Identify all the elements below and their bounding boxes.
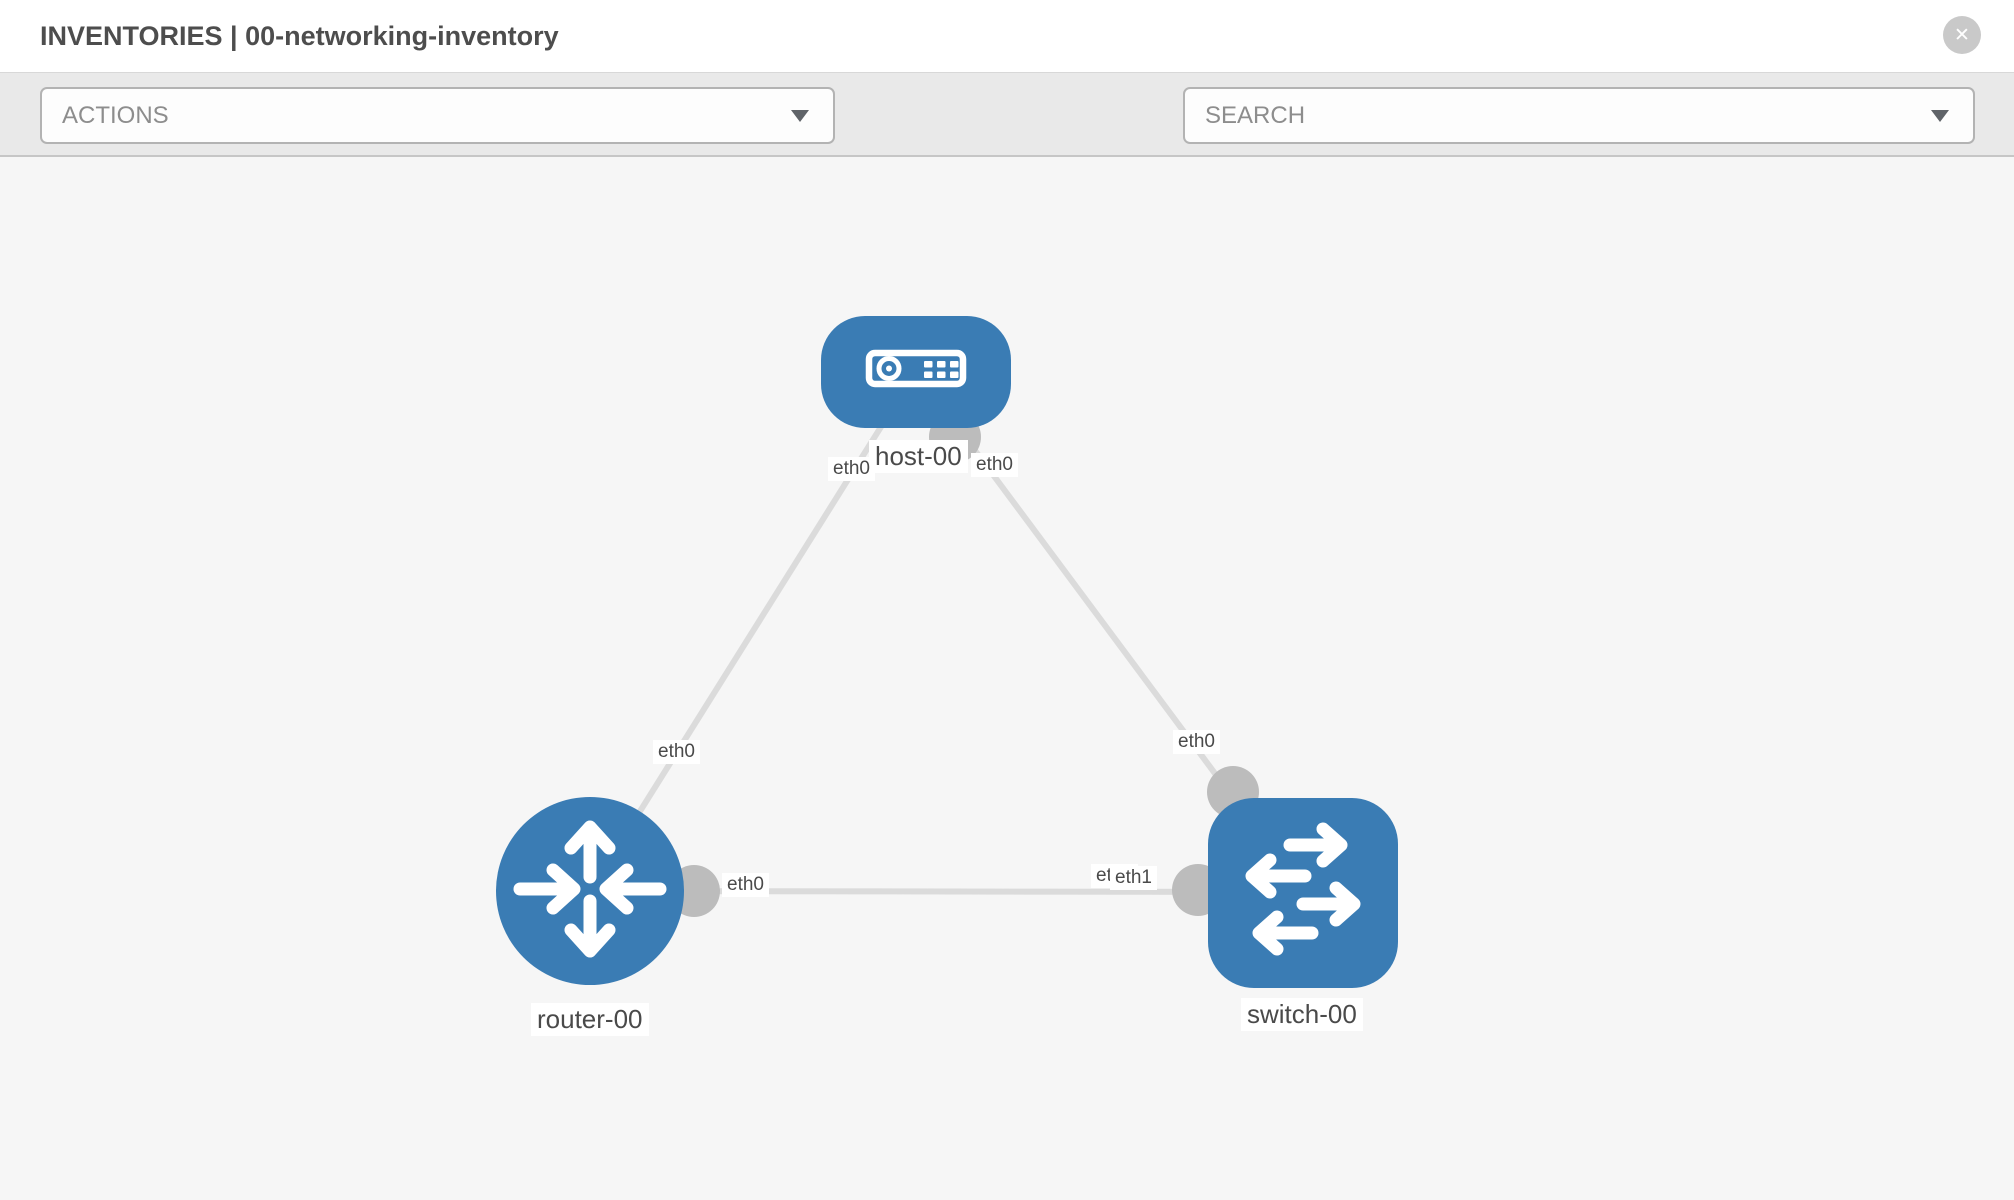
chevron-down-icon: [1931, 109, 1949, 122]
switch-icon: [1208, 796, 1398, 991]
node-router-00[interactable]: [496, 797, 684, 985]
actions-dropdown[interactable]: ACTIONS: [40, 87, 835, 144]
close-button[interactable]: ✕: [1943, 16, 1981, 54]
node-label-router: router-00: [531, 1003, 649, 1036]
node-label-switch: switch-00: [1241, 998, 1363, 1031]
interface-label-host-router-router: eth0: [653, 740, 700, 764]
page-title: INVENTORIES | 00-networking-inventory: [40, 21, 559, 51]
toolbar: ACTIONS SEARC: [0, 72, 2014, 211]
header: INVENTORIES | 00-networking-inventory ✕: [0, 0, 2014, 72]
interface-label-router-switch-switch: eth1: [1110, 866, 1157, 890]
host-icon: [821, 314, 1011, 431]
search-dropdown-label: SEARCH: [1205, 101, 1306, 129]
interface-label-host-switch-host: eth0: [971, 453, 1018, 477]
topology-canvas[interactable]: host-00 router-00 switch-00 eth0 eth0 et…: [0, 157, 2014, 1200]
node-switch-00[interactable]: [1208, 798, 1398, 988]
interface-label-host-router-host: eth0: [828, 457, 875, 481]
chevron-down-icon: [791, 109, 809, 122]
actions-dropdown-label: ACTIONS: [62, 101, 169, 129]
interface-label-host-switch-switch: eth0: [1173, 730, 1220, 754]
node-host-00[interactable]: [821, 316, 1011, 428]
router-icon: [496, 795, 684, 988]
close-icon: ✕: [1954, 24, 1970, 46]
interface-label-router-switch-router: eth0: [722, 873, 769, 897]
search-dropdown[interactable]: SEARCH: [1183, 87, 1975, 144]
node-label-host: host-00: [869, 440, 968, 473]
